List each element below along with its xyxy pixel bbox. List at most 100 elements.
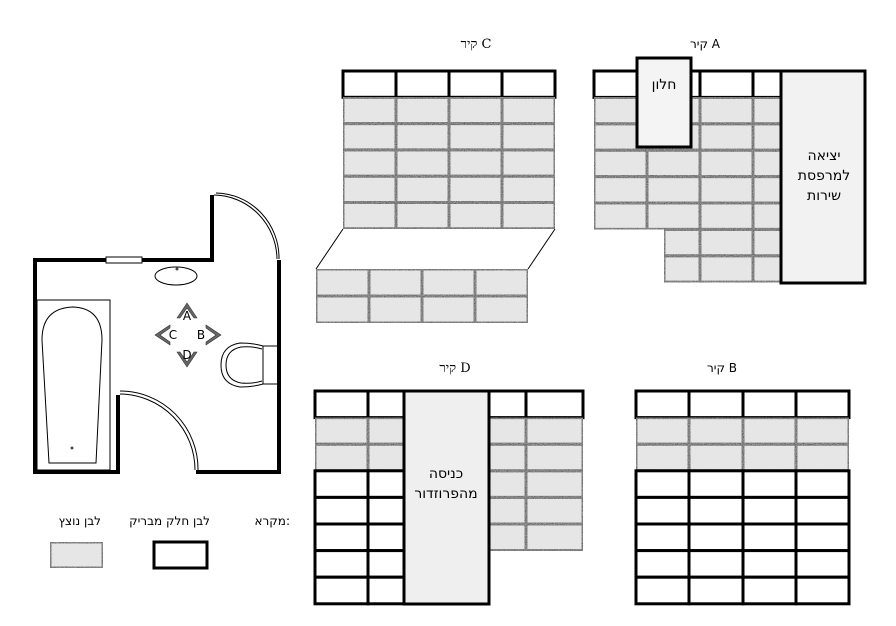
wall-a-tile-textured — [662, 227, 702, 258]
wall-a-tile-textured — [751, 148, 783, 179]
direction-d: D — [182, 348, 191, 362]
wall-a-title: קיר A — [690, 37, 721, 51]
wall-c-floor-tile-textured — [367, 267, 424, 298]
wall-d-right-tile-textured — [524, 469, 585, 499]
wall-b-tile-smooth — [794, 522, 851, 553]
wall-b-tile-textured — [634, 416, 691, 446]
toilet-seat — [225, 346, 263, 384]
wall-b-tile-smooth — [794, 549, 851, 579]
wall-d-left-tile-smooth — [366, 495, 406, 526]
wall-d-door-label-2: מהפרוזדור — [414, 486, 477, 502]
wall-d-left-tile-smooth — [366, 575, 406, 606]
wall-c-tile-textured — [341, 148, 398, 178]
wall-b-tile-smooth — [741, 575, 798, 606]
wall-b-tile-smooth — [794, 495, 851, 526]
wall-a-tile-textured — [592, 148, 649, 179]
arrow-left-icon — [154, 324, 171, 346]
wall-d-left-tile-smooth — [366, 469, 406, 499]
arrow-down-icon — [176, 351, 198, 368]
direction-b: B — [197, 328, 205, 342]
wall-d-right-tile-smooth — [487, 389, 528, 420]
wall-a-tile-textured — [698, 95, 755, 126]
wall-d-right-tile-textured — [524, 495, 585, 526]
wall-b-tile-smooth — [794, 469, 851, 499]
wall-b-tile-smooth — [687, 575, 745, 606]
outer-wall — [33, 195, 281, 474]
wall-b-tile-textured — [741, 442, 798, 473]
wall-d-right-tile-textured — [487, 442, 528, 473]
wall-a-tile-textured — [645, 175, 702, 205]
wall-a-tile-textured — [751, 254, 783, 284]
wall-b-tile-smooth — [634, 469, 691, 499]
wall-c-tile-smooth — [341, 69, 398, 99]
wall-b-tile-smooth — [687, 522, 745, 553]
wall-c-tile-textured — [341, 174, 398, 204]
wall-d-left-tile-smooth — [366, 549, 406, 579]
wall-b-tile-textured — [794, 442, 851, 473]
wall-a-door-label-2: למרפסת — [798, 168, 850, 184]
wall-b-tile-smooth — [634, 549, 691, 579]
wall-c-tile-textured — [394, 201, 451, 231]
direction-arrows — [154, 302, 222, 368]
wall-a-tile-textured — [751, 95, 783, 126]
wall-a-tile-textured — [592, 201, 649, 231]
wall-b-tile-smooth — [794, 389, 851, 420]
wall-b-tile-smooth — [741, 495, 798, 526]
legend-textured-label: לבן נוצץ — [58, 514, 101, 528]
wall-a-tile-textured — [751, 201, 783, 231]
wall-d-left-tile-smooth — [366, 389, 406, 420]
wall-a-tile-textured — [645, 148, 702, 179]
wall-c-tile-textured — [394, 122, 451, 152]
wall-d-left-tile-textured — [366, 416, 406, 446]
wall-a-tile-textured — [751, 175, 783, 205]
wall-b-title: קיר B — [707, 361, 737, 375]
wall-d-left-tile-textured — [313, 442, 370, 473]
wall-a-tile-textured — [698, 175, 755, 205]
door-arc-bottom — [119, 390, 199, 471]
wall-c-floor-tile-textured — [367, 294, 424, 325]
wall-c-tile-textured — [447, 122, 504, 152]
wall-c-tile-textured — [394, 174, 451, 204]
wall-a-tile-textured — [698, 148, 755, 179]
wall-b-tile-smooth — [794, 575, 851, 606]
sink — [154, 266, 198, 286]
wall-d-left-tile-smooth — [313, 549, 370, 579]
wall-a-tile-textured — [698, 201, 755, 231]
wall-b-tile-smooth — [634, 389, 691, 420]
wall-b-tile-textured — [634, 442, 691, 473]
wall-tiles — [313, 69, 851, 606]
wall-c-tile-textured — [394, 148, 451, 178]
wall-b-tile-textured — [687, 442, 745, 473]
sink-drain — [175, 267, 179, 271]
wall-d-left-tile-smooth — [313, 469, 370, 499]
wall-d-left-tile-textured — [366, 442, 406, 473]
wall-d-door-label-1: כניסה — [429, 466, 463, 482]
wall-c-tile-textured — [447, 95, 504, 126]
wall-b-tile-smooth — [634, 495, 691, 526]
toilet — [220, 342, 277, 388]
window — [105, 256, 143, 264]
wall-d-right-tile-textured — [487, 469, 528, 499]
legend-smooth-swatch — [152, 540, 209, 570]
wall-c-floor-tile-textured — [314, 294, 371, 325]
wall-c-tile-textured — [394, 95, 451, 126]
wall-b-tile-smooth — [687, 495, 745, 526]
legend: מקרא: לבן חלק מבריק לבן נוצץ — [48, 514, 290, 570]
wall-a-tile-textured — [698, 254, 755, 284]
wall-c-tile-textured — [500, 201, 557, 231]
wall-a-door-label-3: שירות — [807, 188, 841, 204]
wall-c-floor-tile-textured — [473, 294, 530, 325]
wall-c-floor-tile-textured — [420, 294, 477, 325]
wall-b-tile-smooth — [687, 469, 745, 499]
wall-d-right-tile-smooth — [524, 389, 585, 420]
legend-smooth-label: לבן חלק מבריק — [129, 514, 210, 528]
wall-b-tile-smooth — [741, 522, 798, 553]
wall-b-tile-smooth — [634, 575, 691, 606]
wall-c-tile-textured — [500, 174, 557, 204]
wall-a-tile-textured — [751, 227, 783, 258]
arrow-right-icon — [205, 324, 222, 346]
door-arc-top — [213, 192, 280, 260]
wall-a-tile-smooth — [751, 69, 783, 99]
wall-d-left-tile-smooth — [313, 495, 370, 526]
